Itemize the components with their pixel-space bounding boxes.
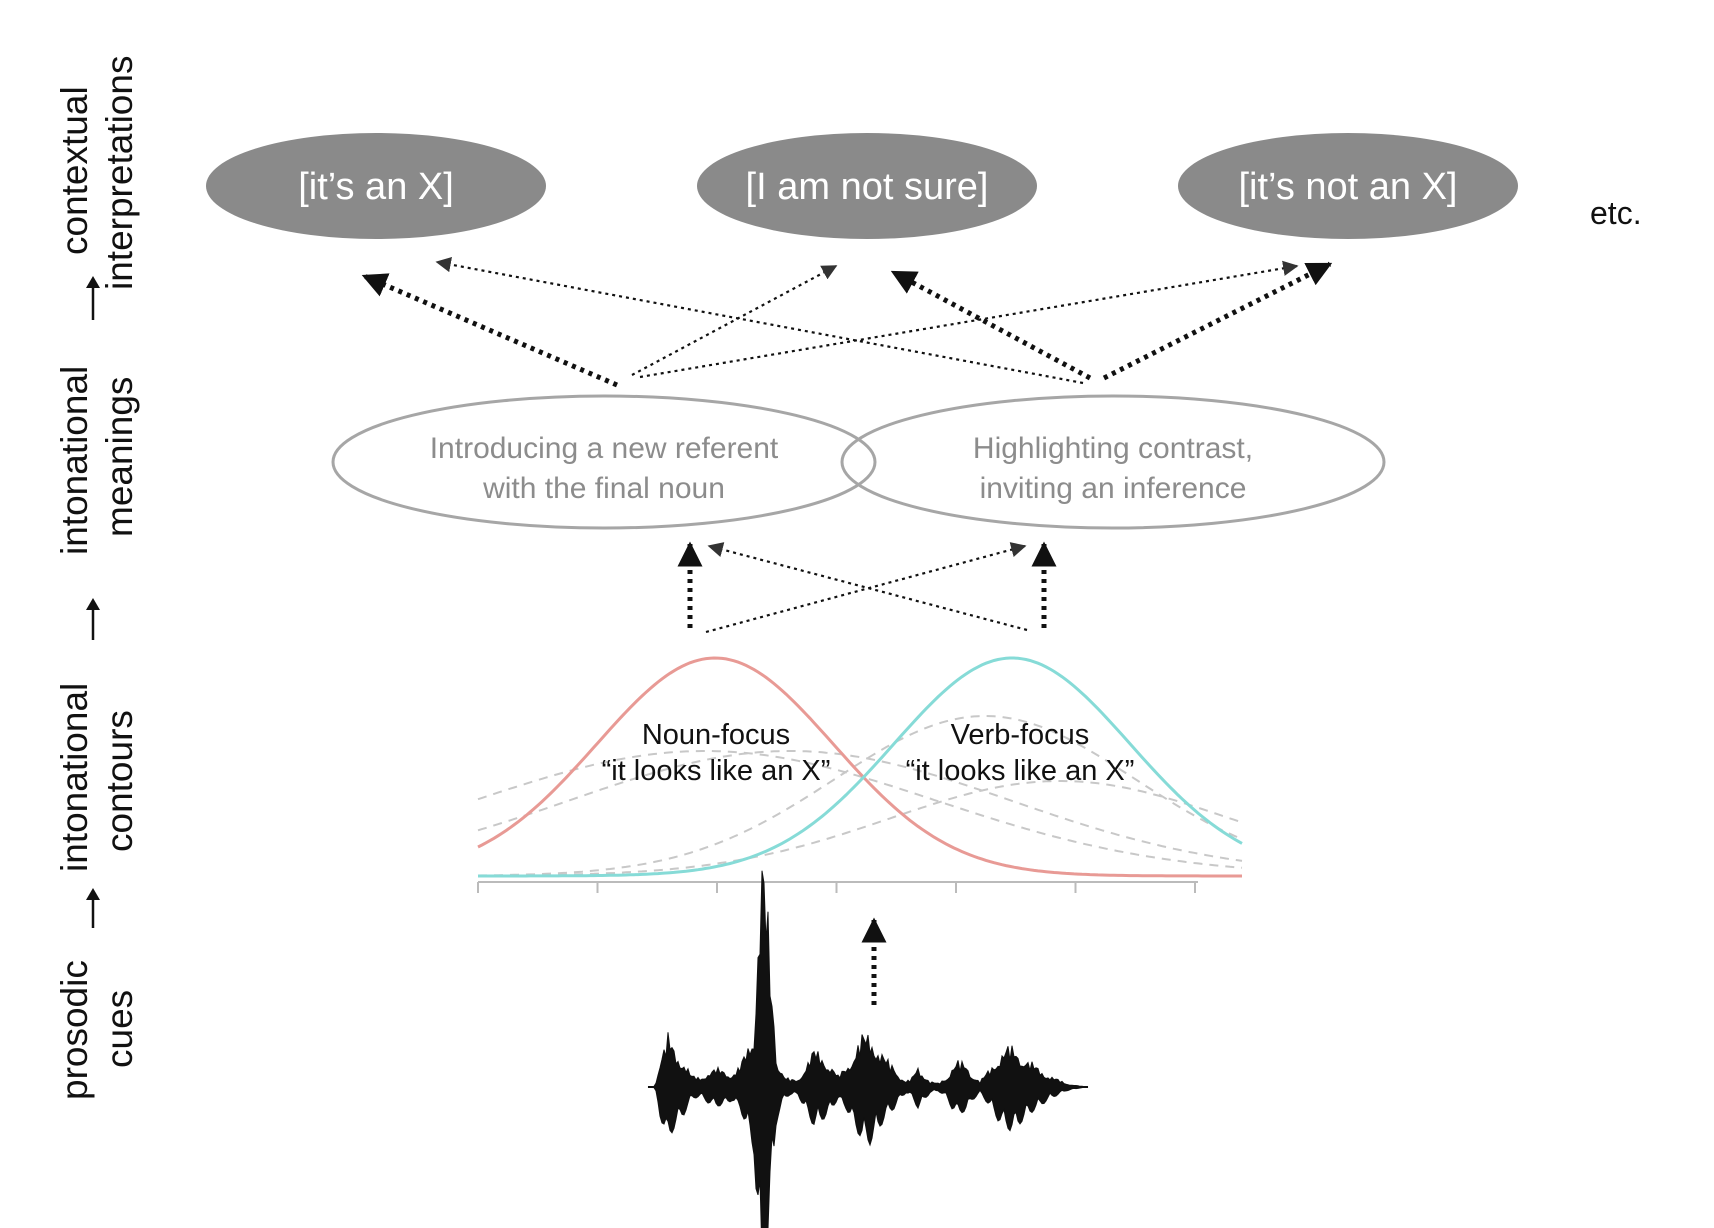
interpretation-label: [it’s not an X]	[1239, 166, 1458, 208]
contour-axis	[477, 881, 1198, 893]
level-label-line2: meanings	[99, 377, 140, 537]
level-label-line1: intonational	[54, 366, 95, 555]
contour-axis-ticks	[477, 882, 1196, 893]
level-label-line2: interpretations	[99, 56, 140, 290]
arrow-weak	[707, 542, 1028, 632]
level-label-line2: contours	[99, 710, 140, 852]
contour-label-verb-line2: “it looks like an X”	[906, 755, 1135, 787]
level-label-contextual-interpretations: contextual interpretations	[54, 56, 140, 290]
level-arrow-up-3	[86, 888, 100, 928]
level-label-prosodic-cues: prosodic cues	[54, 960, 140, 1100]
contour-label-verb-line1: Verb-focus	[951, 719, 1090, 751]
contour-plot: Noun-focus “it looks like an X” Verb-foc…	[477, 656, 1243, 893]
level-label-line2: cues	[99, 990, 140, 1068]
arrow-strong	[361, 273, 618, 388]
contour-label-noun-line1: Noun-focus	[642, 719, 790, 751]
level-label-line1: contextual	[54, 86, 95, 255]
waveform	[647, 870, 1089, 1228]
level-label-intonational-meanings: intonational meanings	[54, 366, 140, 555]
meaning-line1: Introducing a new referent	[430, 432, 779, 465]
contour-dashed-curve	[478, 780, 1243, 877]
contour-dashed-curves	[477, 715, 1243, 877]
meaning-line1: Highlighting contrast,	[973, 432, 1253, 465]
interpretation-label: [it’s an X]	[298, 166, 454, 208]
level-label-intonational-contours: intonational contours	[54, 683, 140, 872]
interpretation-its-an-x: [it’s an X]	[206, 133, 546, 239]
meaning-new-referent: Introducing a new referent with the fina…	[331, 394, 877, 530]
interpretation-ellipse	[206, 133, 546, 239]
arrow-strong	[1102, 261, 1333, 381]
waveform-signal	[647, 870, 1089, 1228]
arrows-contours-to-meanings	[677, 541, 1057, 634]
meaning-ellipse	[331, 394, 877, 530]
level-label-line1: intonational	[54, 683, 95, 872]
contour-dashed-curve	[477, 715, 1243, 877]
contour-curve-verb-focus	[478, 656, 1243, 878]
arrow-weak	[435, 256, 1084, 385]
interpretation-label: [I am not sure]	[746, 166, 989, 208]
level-arrow-up-1	[86, 276, 100, 320]
interpretation-ellipse	[1178, 133, 1518, 239]
meaning-line2: inviting an inference	[980, 472, 1247, 505]
contour-dashed-curve	[477, 750, 1243, 869]
contour-dashed-curve	[477, 750, 1243, 862]
level-arrow-up-2	[86, 598, 100, 640]
arrow-weak	[639, 260, 1299, 379]
meaning-contrast-inference: Highlighting contrast, inviting an infer…	[840, 394, 1386, 530]
arrow-strong	[890, 269, 1092, 381]
level-label-line1: prosodic	[54, 960, 95, 1100]
interpretation-its-not-an-x: [it’s not an X]	[1178, 133, 1518, 239]
arrow-weak	[705, 542, 1027, 634]
contour-curve-noun-focus	[477, 656, 1242, 878]
meaning-line2: with the final noun	[482, 472, 725, 505]
etc-label: etc.	[1590, 195, 1642, 231]
meaning-ellipse	[840, 394, 1386, 530]
interpretation-ellipse	[697, 133, 1037, 239]
interpretation-not-sure: [I am not sure]	[697, 133, 1037, 239]
arrow-weak	[631, 265, 838, 376]
arrows-meanings-to-interpretations	[361, 256, 1333, 388]
contour-label-noun-line2: “it looks like an X”	[602, 755, 831, 787]
